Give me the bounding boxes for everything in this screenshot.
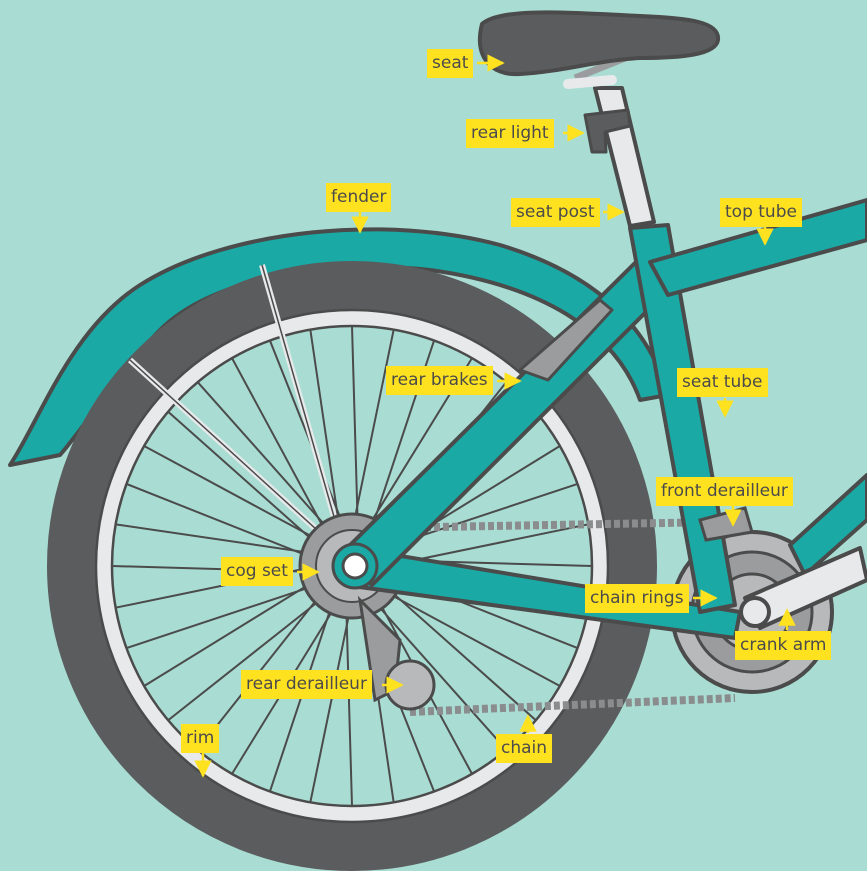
label-fender: fender [326,183,391,212]
label-seat: seat [427,49,473,78]
seat-post [595,88,654,226]
label-crank-arm: crank arm [735,631,831,660]
label-cog-set: cog set [221,557,293,586]
label-rear-light: rear light [466,119,554,148]
label-chain-rings: chain rings [585,584,689,613]
label-rear-brakes: rear brakes [386,366,493,395]
label-front-derailleur: front derailleur [656,477,793,506]
label-seat-tube: seat tube [677,368,768,397]
label-top-tube: top tube [720,198,802,227]
label-seat-post: seat post [511,198,600,227]
label-rim: rim [181,724,219,753]
spoke [126,581,328,648]
spoke [310,330,341,541]
label-rear-derailleur: rear derailleur [241,670,372,699]
seat [480,12,718,84]
label-chain: chain [496,734,552,763]
spoke [168,588,335,720]
